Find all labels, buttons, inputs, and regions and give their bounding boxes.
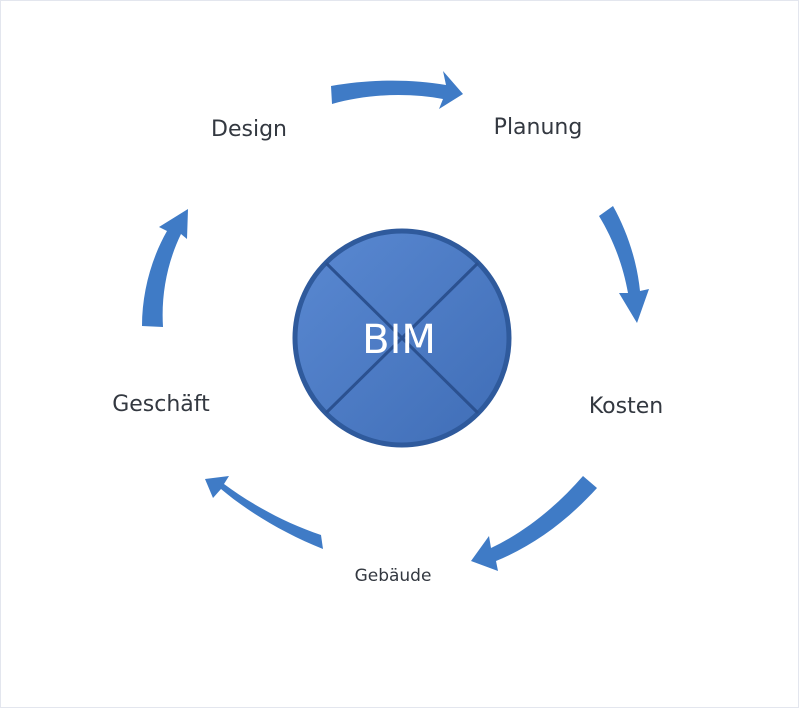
stage-label-kosten: Kosten (589, 394, 663, 419)
stage-label-design: Design (211, 117, 287, 142)
arrow-design-to-planung (331, 71, 463, 109)
center-label: BIM (362, 317, 436, 363)
arrow-gebaeude-to-geschaeft (205, 476, 323, 549)
bim-center-disc: BIM (292, 228, 512, 448)
arrow-planung-to-kosten (599, 206, 649, 323)
arrow-geschaeft-to-design (142, 209, 188, 327)
stage-label-geschaeft: Geschäft (112, 392, 210, 417)
disc-cross-line (324, 261, 480, 415)
stage-label-gebaeude: Gebäude (355, 566, 432, 586)
stage-label-planung: Planung (494, 115, 583, 140)
arrow-kosten-to-gebaeude (471, 476, 597, 571)
